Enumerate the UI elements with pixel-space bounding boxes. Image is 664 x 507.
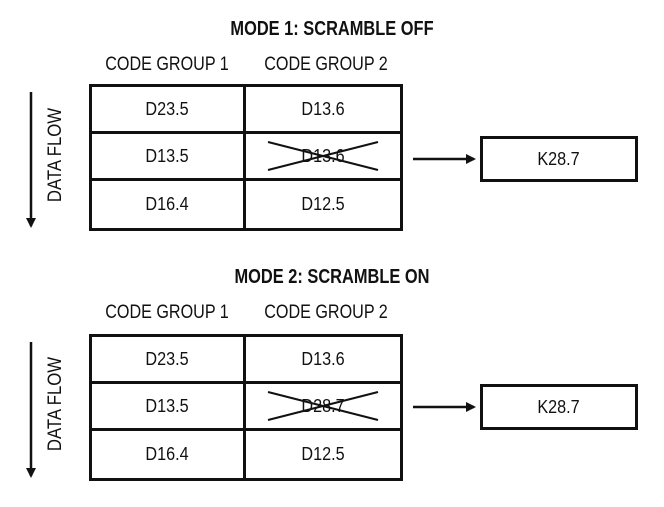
mode1-title: MODE 1: SCRAMBLE OFF bbox=[230, 18, 434, 40]
strike-x-icon bbox=[267, 141, 379, 171]
mode1-r3-g1: D16.4 bbox=[92, 181, 246, 228]
mode1-r1-g1: D23.5 bbox=[92, 87, 246, 134]
mode1-col2-header: CODE GROUP 2 bbox=[264, 54, 388, 75]
mode2-code-table: D23.5 D13.6 D13.5 D28.7 D16.4 D12.5 bbox=[89, 334, 403, 481]
mode2-col2-header: CODE GROUP 2 bbox=[264, 302, 388, 323]
mode2-r2-g1: D13.5 bbox=[92, 384, 246, 431]
strike-x-icon bbox=[267, 391, 379, 421]
mode1-r2-g1: D13.5 bbox=[92, 134, 246, 181]
mode1-code-table: D23.5 D13.6 D13.5 D13.6 D16.4 D12.5 bbox=[89, 84, 403, 231]
mode2-r3-g2: D12.5 bbox=[301, 444, 345, 464]
mode1-col1-header: CODE GROUP 1 bbox=[105, 54, 229, 75]
mode1-r3-g2: D12.5 bbox=[301, 194, 345, 214]
mode1-output-box: K28.7 bbox=[480, 136, 638, 182]
mode2-r2-g2-replaced: D28.7 bbox=[246, 384, 400, 431]
mode1-r1-g2: D13.6 bbox=[246, 87, 400, 134]
mode2-title: MODE 2: SCRAMBLE ON bbox=[234, 266, 430, 288]
mode2-r1-g1: D23.5 bbox=[92, 337, 246, 384]
mode2-output-box: K28.7 bbox=[480, 384, 638, 430]
mode2-col1-header: CODE GROUP 1 bbox=[105, 302, 229, 323]
mode2-r3-g1: D16.4 bbox=[92, 431, 246, 478]
mode2-r1-g2: D13.6 bbox=[246, 337, 400, 384]
mode1-r2-g2-replaced: D13.6 bbox=[246, 134, 400, 181]
